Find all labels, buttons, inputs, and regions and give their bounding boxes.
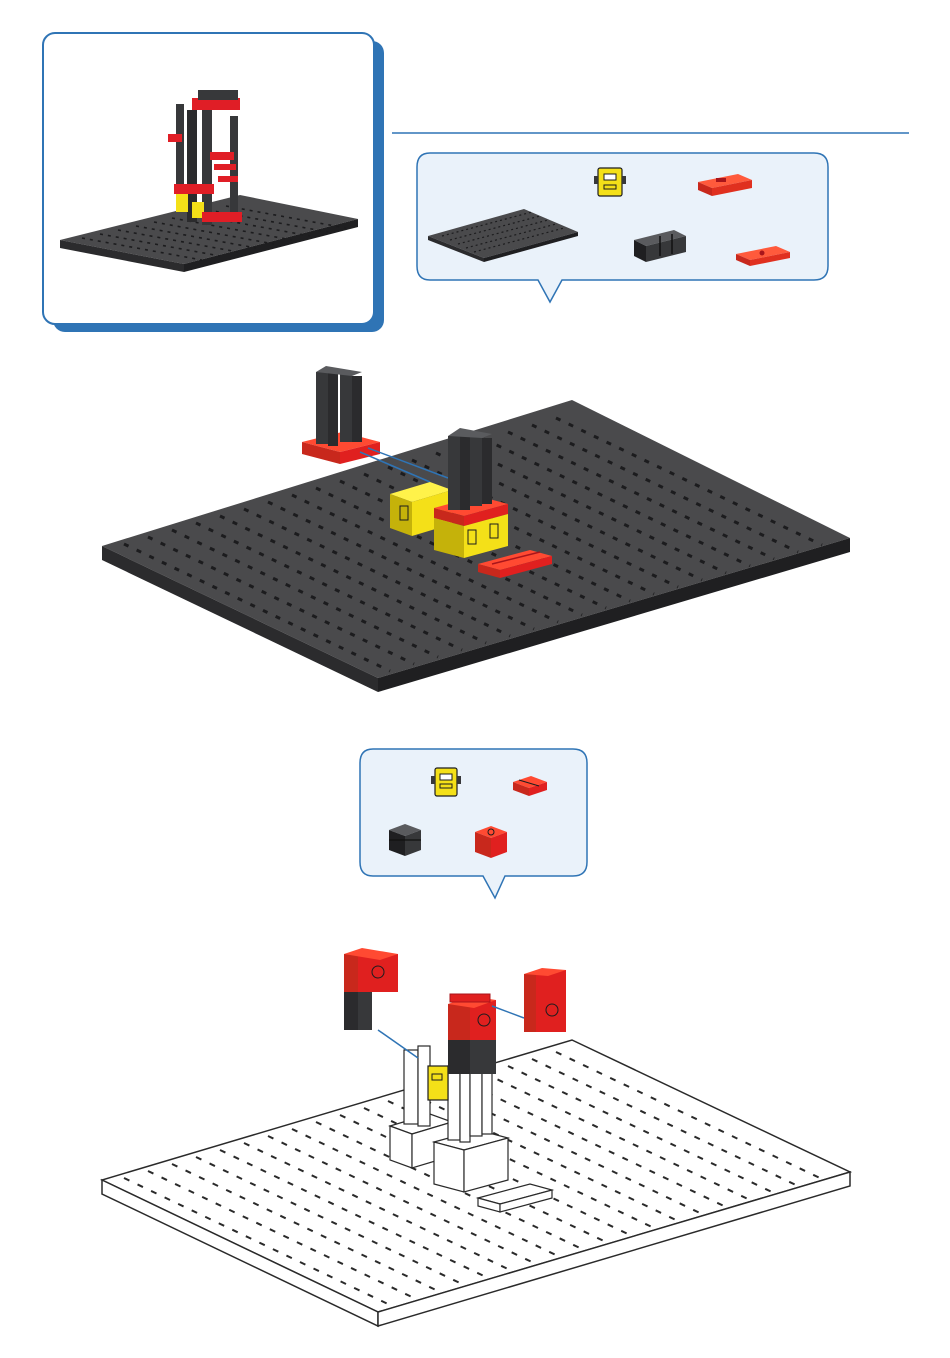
step2-assembly — [100, 946, 860, 1330]
parts-callout-step1 — [416, 152, 830, 304]
yellow-blocks-and-tower — [100, 360, 860, 692]
red-building-plate-part — [416, 152, 830, 304]
step1-assembly — [100, 360, 860, 692]
red-building-block-15-part — [359, 748, 591, 902]
red-angle-block-right-part — [100, 946, 860, 1330]
section-divider — [392, 131, 912, 135]
parts-callout-step2 — [359, 748, 591, 902]
overview-panel — [42, 32, 386, 334]
finished-model-thumbnail — [42, 32, 386, 334]
